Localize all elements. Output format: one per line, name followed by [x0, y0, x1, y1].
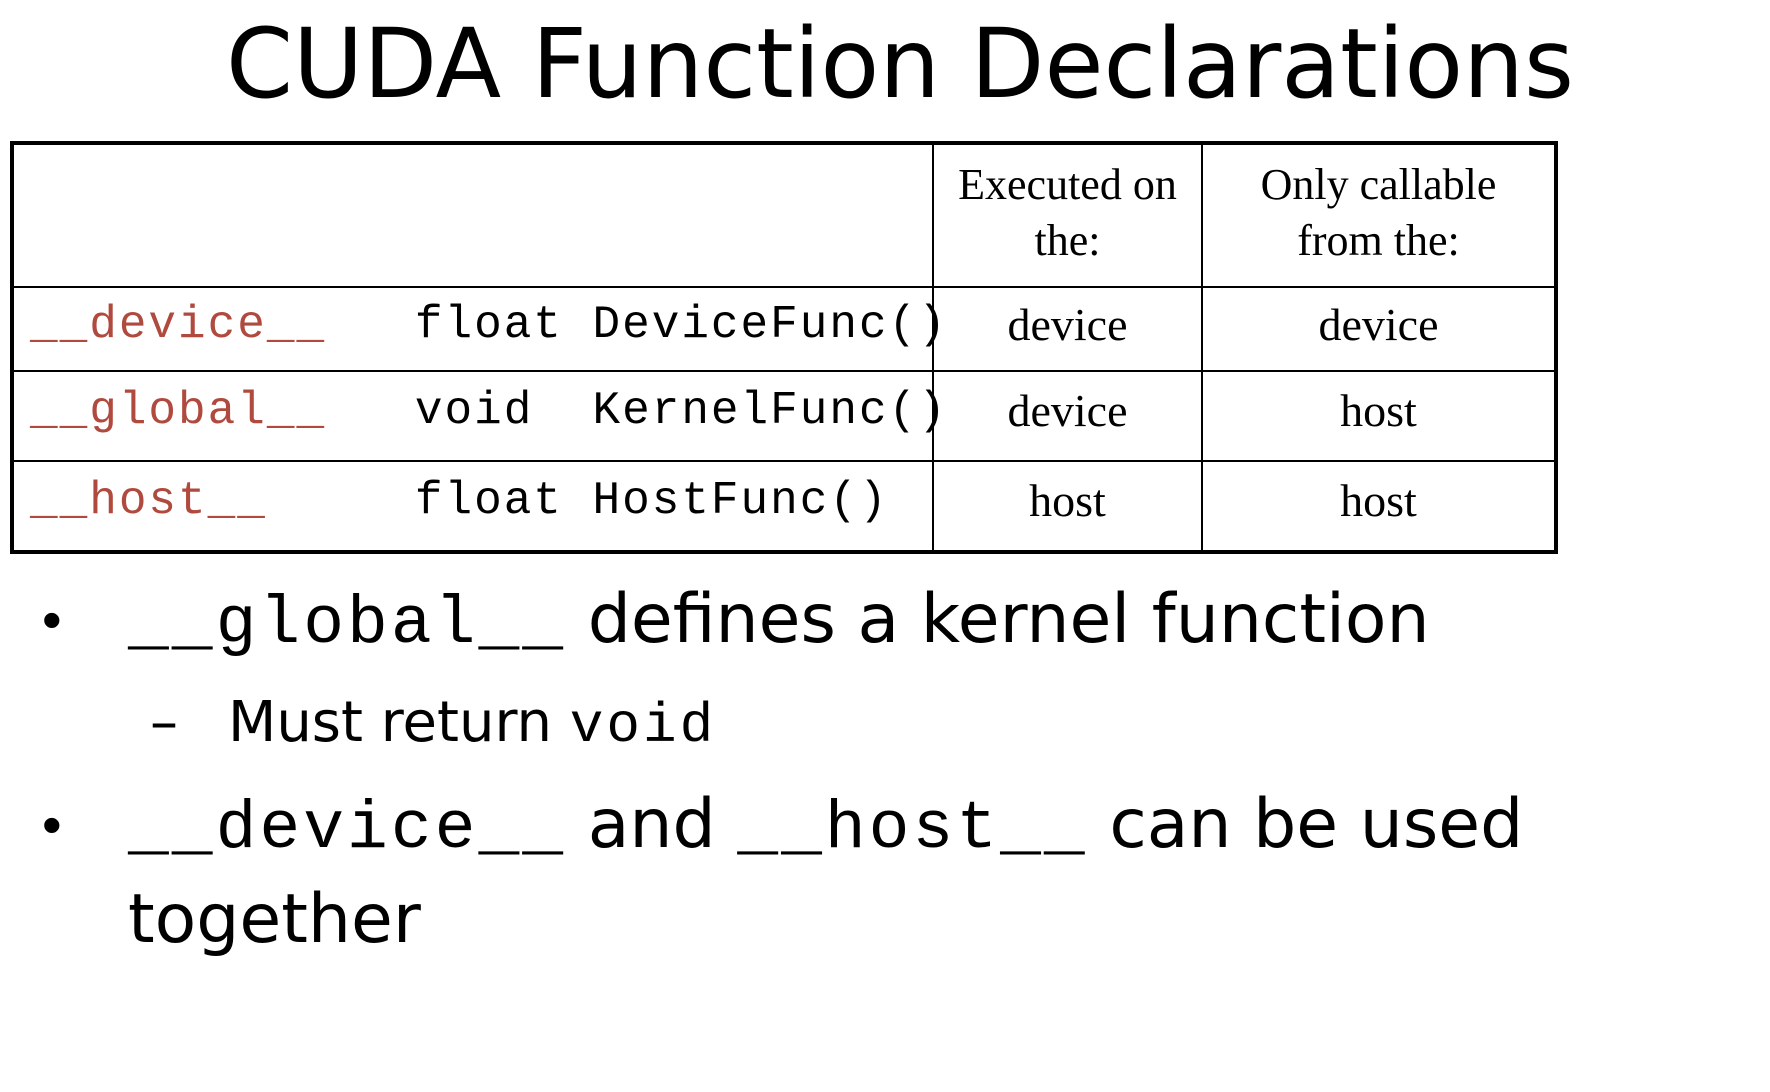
sub-bullet-text: Must return — [228, 690, 552, 755]
table-row-declaration: __global__ void KernelFunc() — [30, 381, 948, 441]
row-divider — [14, 370, 1554, 372]
bullet-continuation: together — [128, 880, 421, 959]
row-divider — [14, 286, 1554, 288]
table-row-declaration: __host__ float HostFunc() — [30, 471, 889, 531]
callable-from-cell: host — [1340, 475, 1417, 526]
header-callable-from-line2: from the: — [1297, 216, 1460, 265]
column-divider — [932, 145, 934, 550]
header-executed-on: Executed on the: — [934, 157, 1201, 269]
qualifier-global: __global__ — [30, 385, 327, 437]
header-executed-on-line1: Executed on — [958, 160, 1177, 209]
header-executed-on-line2: the: — [1034, 216, 1101, 265]
qualifier-host: __host__ — [30, 475, 267, 527]
void-keyword: void — [569, 694, 717, 758]
executed-on-cell: device — [1007, 299, 1128, 350]
bullet-dot: • — [42, 793, 62, 856]
executed-on-cell: device — [1007, 385, 1128, 436]
header-callable-from-line1: Only callable — [1260, 160, 1497, 209]
sub-bullet-return: Must return void — [228, 690, 716, 759]
column-divider — [1201, 145, 1203, 550]
bullet-device-host: __device__ and __host__ can be used — [128, 785, 1523, 870]
bullet-text: defines a kernel function — [587, 580, 1430, 659]
qualifier-device: __device__ — [30, 299, 327, 351]
host-keyword: __host__ — [737, 791, 1088, 868]
bullet-global: __global__ defines a kernel function — [128, 580, 1430, 665]
page-title: CUDA Function Declarations — [225, 8, 1575, 120]
bullet-dot: • — [42, 588, 62, 651]
function-signature: float HostFunc() — [414, 475, 889, 527]
bullet-and: and — [587, 785, 716, 864]
callable-from-cell: host — [1340, 385, 1417, 436]
table-row-declaration: __device__ float DeviceFunc() — [30, 295, 948, 355]
callable-from-cell: device — [1318, 299, 1439, 350]
global-keyword: __global__ — [128, 586, 567, 663]
function-declarations-table: Executed on the: Only callable from the:… — [10, 141, 1558, 554]
header-callable-from: Only callable from the: — [1203, 157, 1554, 269]
function-signature: void KernelFunc() — [414, 385, 948, 437]
device-keyword: __device__ — [128, 791, 567, 868]
bullet-text: can be used — [1109, 785, 1524, 864]
row-divider — [14, 460, 1554, 462]
sub-bullet-dash: – — [150, 690, 178, 755]
executed-on-cell: host — [1029, 475, 1106, 526]
function-signature: float DeviceFunc() — [414, 299, 948, 351]
